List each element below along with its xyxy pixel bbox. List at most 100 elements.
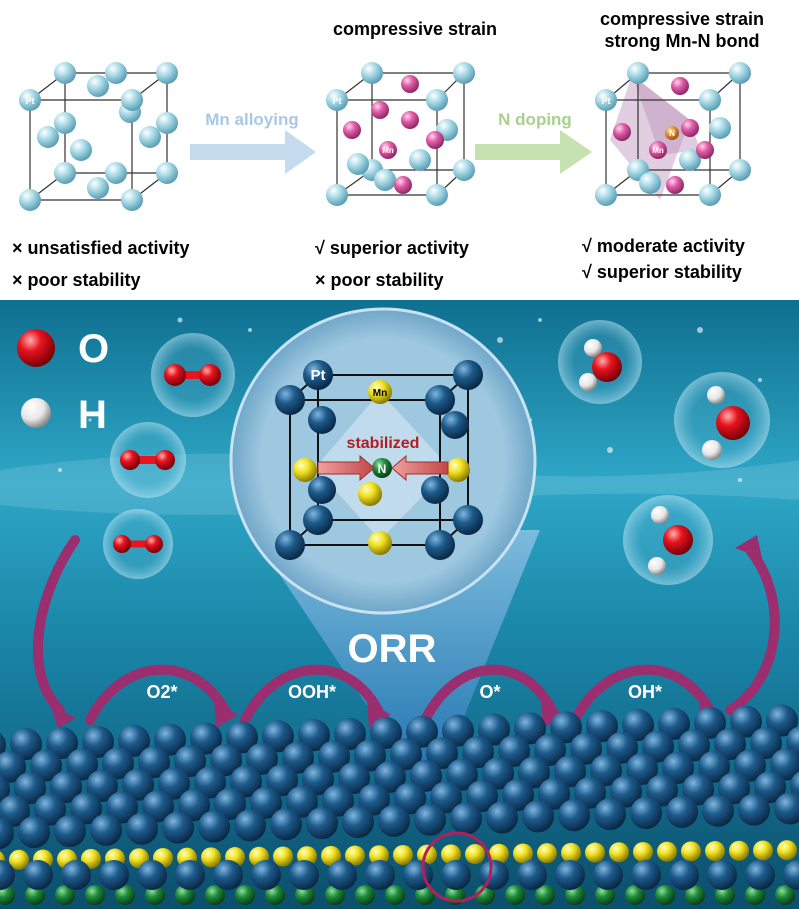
- surface-atom: [142, 790, 174, 823]
- surface-atom: [198, 810, 230, 843]
- orr-scene: O H: [0, 300, 799, 909]
- surface-atom: [0, 860, 15, 890]
- water-molecule: [623, 495, 713, 585]
- surface-atom: [286, 785, 318, 818]
- surface-atom: [390, 738, 422, 771]
- o2-molecule: [151, 333, 235, 417]
- surface-atom: [282, 741, 314, 774]
- surface-atom: [289, 860, 319, 890]
- surface-atom: [537, 843, 557, 864]
- surface-atom: [590, 754, 622, 787]
- surface-atom: [426, 737, 458, 770]
- surface-atom: [0, 750, 26, 783]
- surface-atom: [593, 860, 623, 890]
- surface-atom: [393, 844, 413, 865]
- pt-atom-label: Pt: [602, 96, 611, 106]
- surface-atom: [273, 846, 293, 867]
- surface-atom: [378, 804, 410, 837]
- surface-atom: [630, 797, 662, 830]
- surface-atom: [669, 860, 699, 890]
- surface-atom: [10, 728, 42, 761]
- surface-atom: [707, 860, 737, 890]
- step-ooh: OOH*: [288, 682, 336, 702]
- surface-atom: [345, 845, 365, 866]
- mn-alloying-arrow: Mn alloying: [190, 110, 316, 174]
- surface-atom: [54, 815, 86, 848]
- surface-atom: [446, 758, 478, 791]
- surface-atom: [118, 724, 150, 757]
- surface-atom: [190, 722, 222, 755]
- surface-atom: [226, 721, 258, 754]
- surface-atom: [298, 719, 330, 752]
- surface-atom: [655, 885, 675, 905]
- surface-atom: [754, 771, 786, 804]
- surface-atom: [626, 753, 658, 786]
- hydrogen-legend-swatch: [21, 398, 51, 428]
- oxygen-legend-label: O: [78, 327, 109, 371]
- surface-atom: [66, 748, 98, 781]
- surface-atom: [327, 860, 357, 890]
- surface-atom: [662, 751, 694, 784]
- surface-atom: [158, 767, 190, 800]
- oxygen-legend-swatch: [17, 329, 55, 367]
- middle-note-stability: × poor stability: [315, 270, 444, 290]
- n-doping-arrow: N doping: [475, 110, 592, 174]
- surface-atom: [251, 860, 281, 890]
- surface-atom: [750, 727, 782, 760]
- right-header-line2: strong Mn-N bond: [604, 31, 760, 51]
- ptmnn-cube: Pt Mn N: [595, 62, 751, 206]
- surface-atom: [55, 885, 75, 905]
- surface-atom: [625, 885, 645, 905]
- surface-atom: [753, 840, 773, 861]
- surface-atom: [370, 716, 402, 749]
- surface-atom: [306, 807, 338, 840]
- surface-atom: [0, 817, 14, 850]
- surface-atom: [561, 842, 581, 863]
- surface-atom: [50, 771, 82, 804]
- surface-atom: [46, 727, 78, 760]
- surface-atom: [522, 800, 554, 833]
- surface-atom: [23, 860, 53, 890]
- surface-atom: [365, 860, 395, 890]
- left-note-activity: × unsatisfied activity: [12, 238, 190, 258]
- hydrogen-legend-label: H: [78, 393, 107, 437]
- surface-atom: [770, 748, 799, 781]
- surface-atom: [513, 843, 533, 864]
- surface-atom: [430, 781, 462, 814]
- surface-atom: [442, 714, 474, 747]
- surface-atom: [486, 801, 518, 834]
- surface-atom: [466, 780, 498, 813]
- surface-atom: [354, 739, 386, 772]
- surface-atom: [685, 885, 705, 905]
- surface-atom: [609, 842, 629, 863]
- surface-atom: [70, 792, 102, 825]
- surface-atom: [295, 885, 315, 905]
- surface-atom: [201, 847, 221, 868]
- surface-atom: [478, 713, 510, 746]
- surface-atom: [385, 885, 405, 905]
- surface-atom: [745, 860, 775, 890]
- surface-atom: [682, 773, 714, 806]
- surface-atom: [450, 802, 482, 835]
- surface-atom: [518, 756, 550, 789]
- water-molecule: [558, 320, 642, 404]
- surface-atom: [250, 786, 282, 819]
- surface-atom: [657, 841, 677, 862]
- surface-atom: [535, 885, 555, 905]
- surface-atom: [318, 740, 350, 773]
- surface-atom: [230, 765, 262, 798]
- surface-atom: [406, 715, 438, 748]
- inset-pt-label: Pt: [311, 367, 326, 384]
- ptmn-cube: Pt Mn: [326, 62, 475, 206]
- surface-atom: [82, 725, 114, 758]
- surface-atom: [606, 731, 638, 764]
- inset-unit-cell: Pt Mn N stabilized: [229, 307, 537, 615]
- step-o2: O2*: [146, 682, 177, 702]
- surface-atom: [730, 705, 762, 738]
- surface-atom: [262, 720, 294, 753]
- surface-atom: [322, 784, 354, 817]
- surface-atom: [234, 809, 266, 842]
- surface-atom: [235, 885, 255, 905]
- surface-atom: [210, 743, 242, 776]
- surface-atom: [666, 795, 698, 828]
